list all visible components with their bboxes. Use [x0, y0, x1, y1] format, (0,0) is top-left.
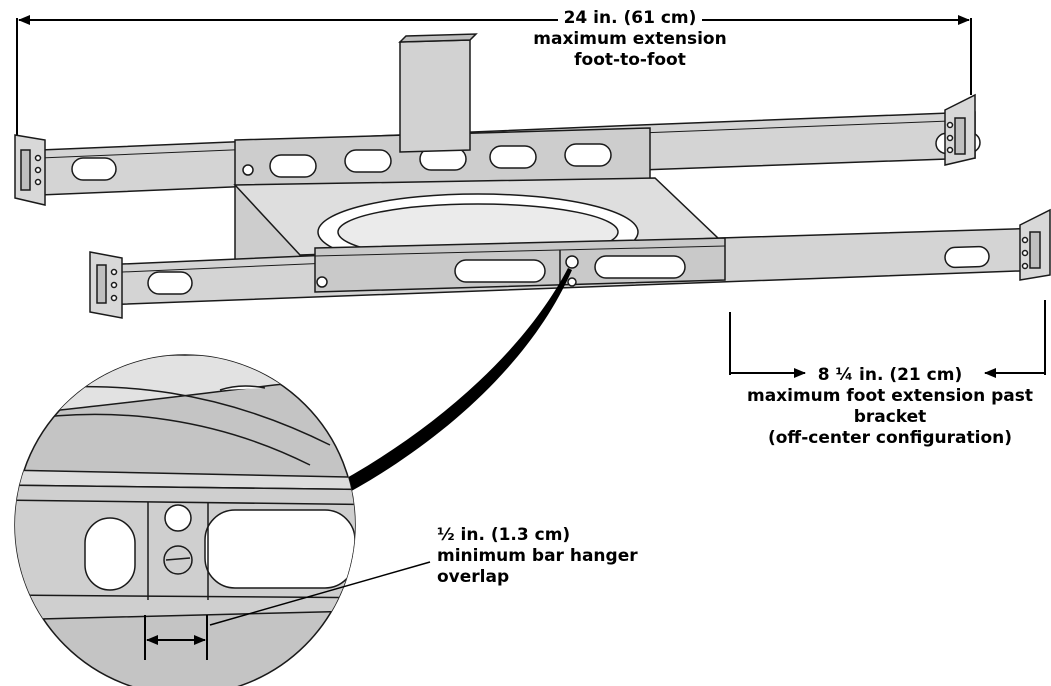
top-dimension-line1: maximum extension: [533, 29, 727, 49]
rear-right-foot: [944, 93, 976, 166]
right-dimension-line2: bracket: [853, 407, 927, 427]
front-center-channel: [314, 237, 726, 293]
right-dimension-line3: (off-center configuration): [767, 428, 1013, 448]
top-dimension-line2: foot-to-foot: [574, 50, 686, 70]
overlap-dimension-line1: minimum bar hanger: [437, 546, 638, 566]
overlap-leader-line: [209, 561, 431, 626]
top-dimension-value: 24 in. (61 cm): [557, 8, 703, 29]
right-dimension-line: [729, 300, 1046, 378]
right-dimension-line1: maximum foot extension past: [746, 386, 1033, 406]
overlap-dimension-label: ½ in. (1.3 cm) minimum bar hanger overla…: [437, 525, 638, 588]
right-dimension-value: 8 ¼ in. (21 cm): [813, 365, 967, 386]
overlap-dimension-marks: [144, 561, 431, 660]
right-dimension-label: 8 ¼ in. (21 cm) maximum foot extension p…: [720, 365, 1051, 449]
front-right-foot: [1019, 208, 1051, 281]
top-dimension-label: 24 in. (61 cm) maximum extension foot-to…: [460, 8, 800, 71]
front-left-foot: [89, 251, 123, 319]
callout-connector: [325, 268, 572, 500]
vertical-tab: [398, 33, 478, 153]
top-dimension-line: [16, 15, 972, 135]
zoom-detail: [14, 354, 431, 686]
overlap-dimension-value: ½ in. (1.3 cm): [437, 525, 571, 545]
rear-left-foot: [14, 134, 46, 206]
overlap-dimension-line2: overlap: [437, 567, 510, 587]
